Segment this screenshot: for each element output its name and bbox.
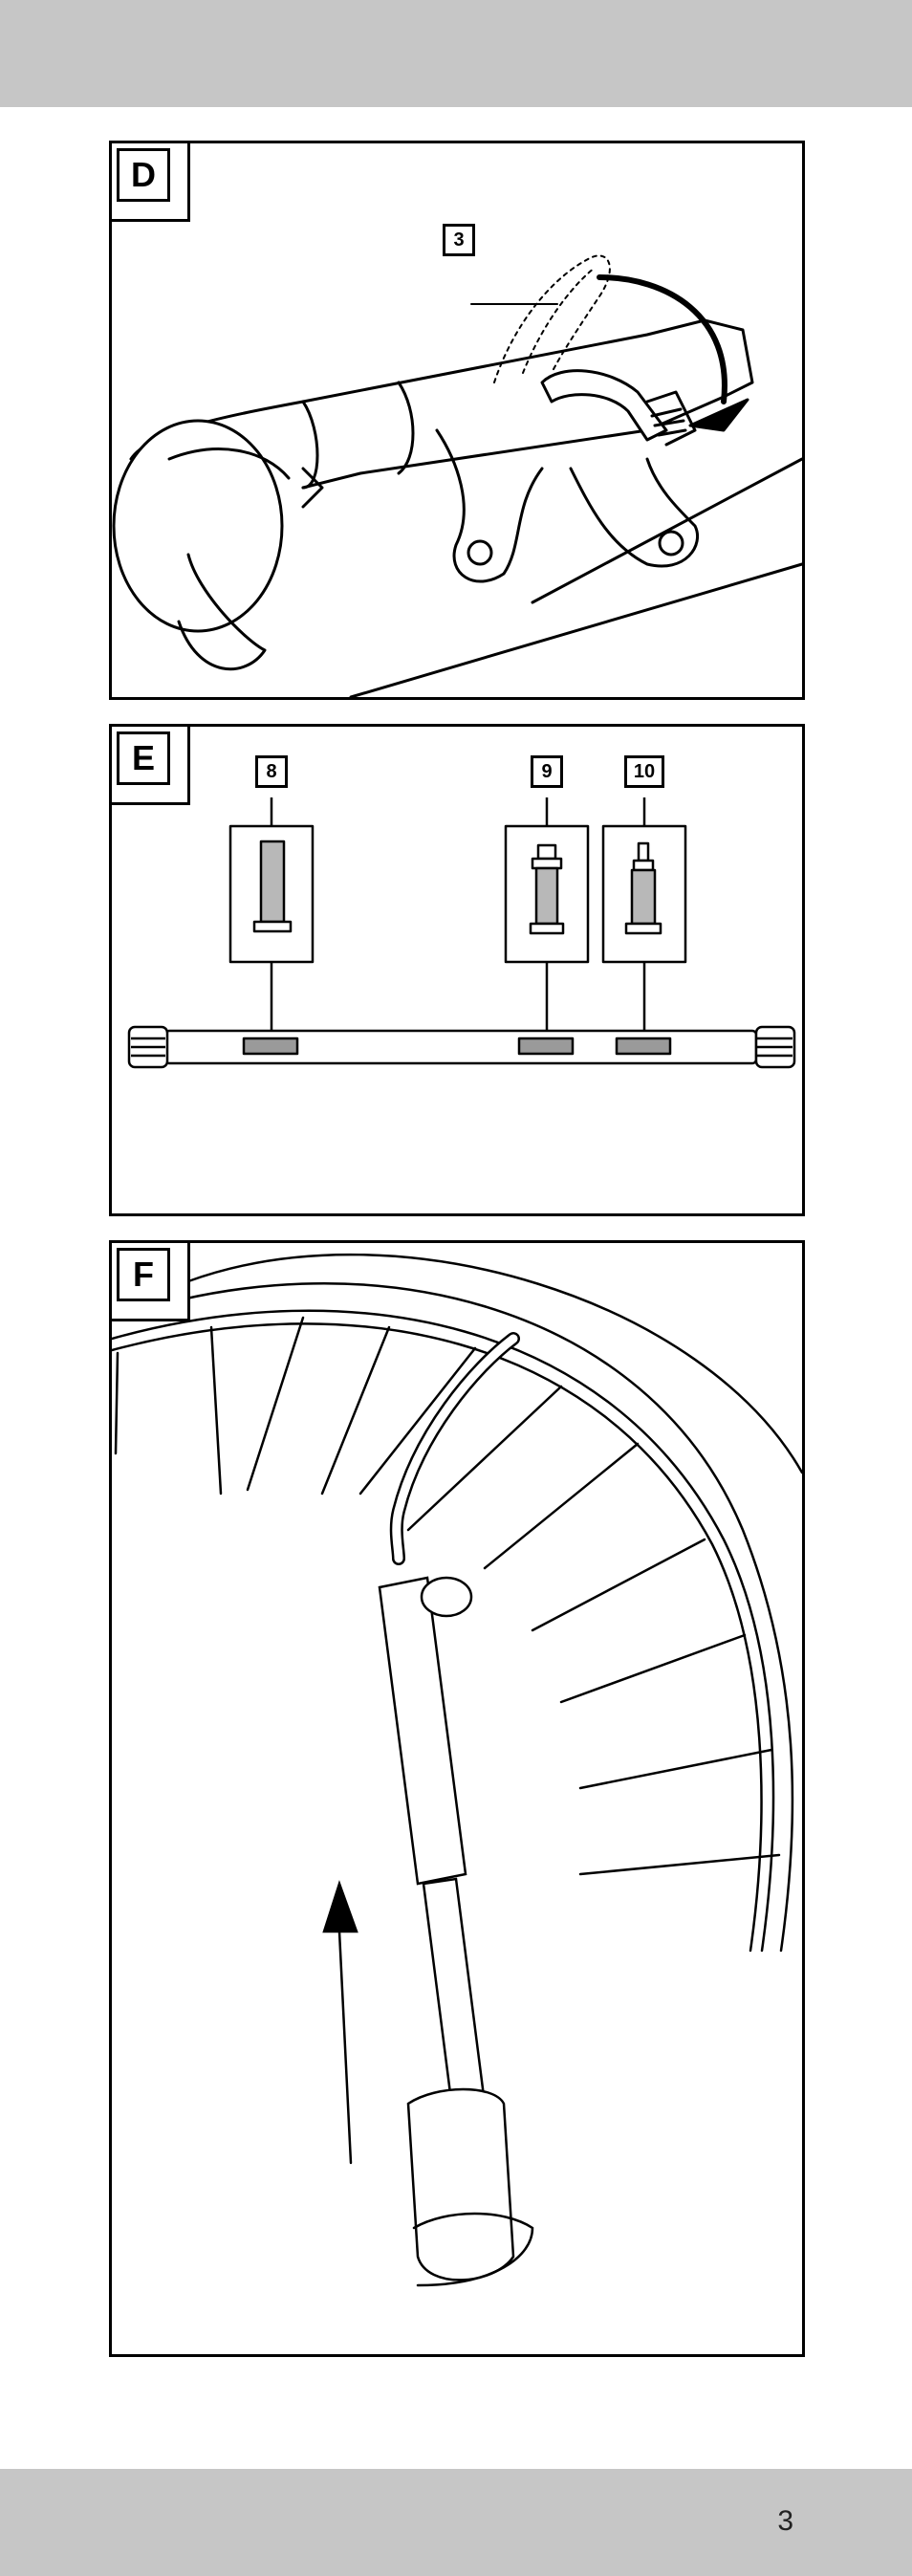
callout-10: 10 [624, 755, 664, 788]
panel-letter-f: F [117, 1248, 170, 1301]
panel-letter-d: D [117, 148, 170, 202]
panel-letter-tab: E [109, 724, 190, 805]
page-number: 3 [777, 2505, 793, 2538]
panel-letter-tab: D [109, 141, 190, 222]
callout-3: 3 [443, 224, 475, 256]
panel-letter-e: E [117, 731, 170, 785]
wheel-inflation-illustration [112, 1243, 802, 2354]
callout-9: 9 [531, 755, 563, 788]
footer-bar: 3 [0, 2469, 912, 2576]
figure-panel-d: 3 D [109, 141, 805, 700]
valve-adapter-illustration [112, 727, 802, 1213]
callout-8: 8 [255, 755, 288, 788]
panel-letter-tab: F [109, 1240, 190, 1321]
figure-panel-f: F [109, 1240, 805, 2357]
header-bar [0, 0, 912, 107]
figure-panel-e: 8 9 10 E [109, 724, 805, 1216]
